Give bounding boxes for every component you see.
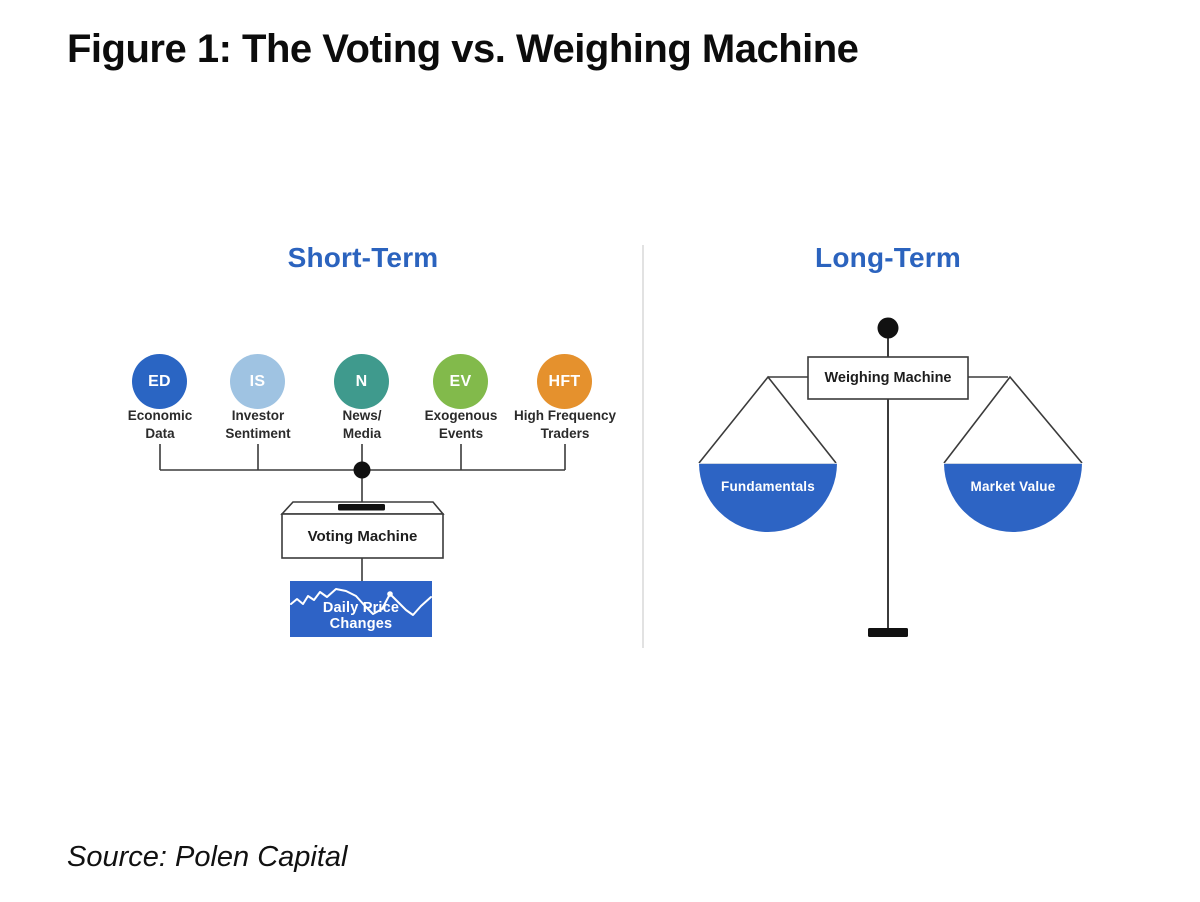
factor-abbr: ED	[148, 372, 171, 390]
price-sparkline	[290, 588, 432, 616]
voting-connector-tree	[159, 444, 566, 505]
pan-fundamentals: Fundamentals	[699, 463, 837, 532]
pan-fundamentals-label: Fundamentals	[721, 479, 815, 494]
connector-junction-dot	[353, 461, 371, 479]
factor-abbr: EV	[449, 372, 472, 390]
factor-label-economic-data: Economic Data	[94, 407, 226, 443]
factor-circle-investor-sentiment: IS	[230, 354, 285, 409]
factor-abbr: N	[355, 372, 368, 390]
pan-market-value-label: Market Value	[970, 479, 1056, 494]
factor-circle-economic-data: ED	[132, 354, 187, 409]
factor-label-news-media: News/ Media	[296, 407, 428, 443]
scale-base	[868, 628, 908, 637]
factor-label-line: News/	[342, 408, 382, 423]
short-term-heading: Short-Term	[287, 242, 439, 273]
ballot-slot	[338, 504, 385, 511]
source-note: Source: Polen Capital	[67, 841, 348, 873]
pan-market-value: Market Value	[944, 463, 1082, 532]
factor-label-line: Economic	[127, 408, 193, 423]
figure-title: Figure 1: The Voting vs. Weighing Machin…	[67, 27, 859, 71]
factor-label-high-frequency-traders: High Frequency Traders	[499, 407, 631, 443]
factor-label-line: Exogenous	[424, 408, 498, 423]
daily-price-changes-box: Daily Price Changes	[290, 581, 432, 637]
long-term-heading: Long-Term	[815, 242, 961, 273]
factor-circle-exogenous-events: EV	[433, 354, 488, 409]
factor-label-line: Events	[438, 425, 484, 441]
factor-circle-news-media: N	[334, 354, 389, 409]
voting-machine-label: Voting Machine	[307, 527, 418, 545]
daily-price-changes-label: Daily Price Changes	[322, 600, 400, 632]
factor-label-line: High Frequency	[513, 408, 616, 423]
factor-label-line: Traders	[540, 425, 590, 441]
factor-label-line: Sentiment	[225, 425, 291, 441]
weighing-machine-label: Weighing Machine	[824, 370, 952, 386]
factor-circle-high-frequency-traders: HFT	[537, 354, 592, 409]
factor-label-line: Media	[342, 425, 382, 441]
factor-label-line: Investor	[231, 408, 285, 423]
factor-abbr: IS	[249, 372, 266, 390]
factor-abbr: HFT	[548, 372, 581, 390]
factor-label-exogenous-events: Exogenous Events	[395, 407, 527, 443]
factor-label-investor-sentiment: Investor Sentiment	[192, 407, 324, 443]
factor-label-line: Data	[145, 425, 175, 441]
scale-pivot-ball	[877, 317, 899, 339]
